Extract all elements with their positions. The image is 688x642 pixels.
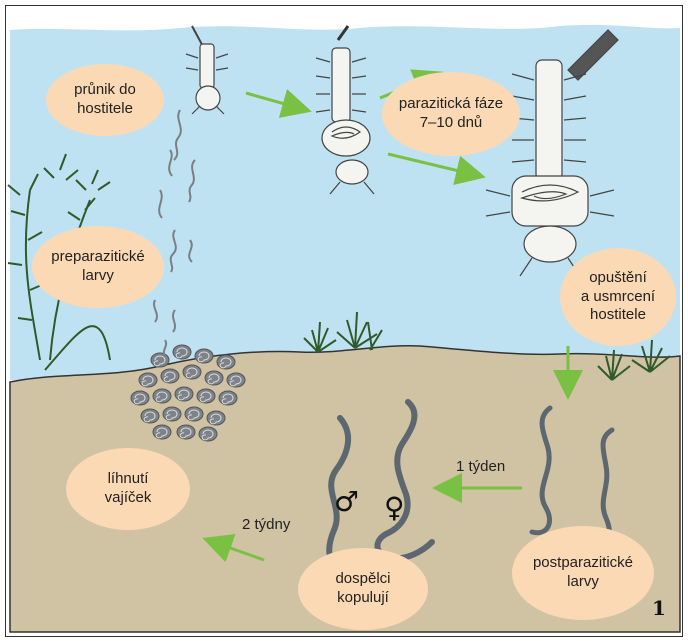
label-entry-line-2: hostitele [74,100,136,119]
female-symbol: ♀ [384,494,405,522]
label-adults-line-2: kopulují [335,589,390,608]
label-entry-line-1: průnik do [74,81,136,100]
male-symbol: ♂ [334,488,359,516]
label-hatching-line-2: vajíček [105,489,152,508]
figure-number: 1 [652,596,666,620]
duration-two-weeks: 2 týdny [242,516,290,533]
duration-one-week: 1 týden [456,458,505,475]
label-parasitic-line-2: 7–10 dnů [399,114,503,133]
label-preparasitic-line-2: larvy [51,267,144,286]
label-exit-line-3: hostitele [581,306,655,325]
label-postparasitic-line-2: larvy [533,573,633,592]
label-exit-line-1: opuštění [581,269,655,288]
label-hatching-line-1: líhnutí [105,470,152,489]
label-preparasitic-line-1: preparazitické [51,248,144,267]
label-adults-line-1: dospělci [335,570,390,589]
label-exit-line-2: a usmrcení [581,288,655,307]
label-parasitic-line-1: parazitická fáze [399,95,503,114]
label-postparasitic-line-1: postparazitické [533,554,633,573]
